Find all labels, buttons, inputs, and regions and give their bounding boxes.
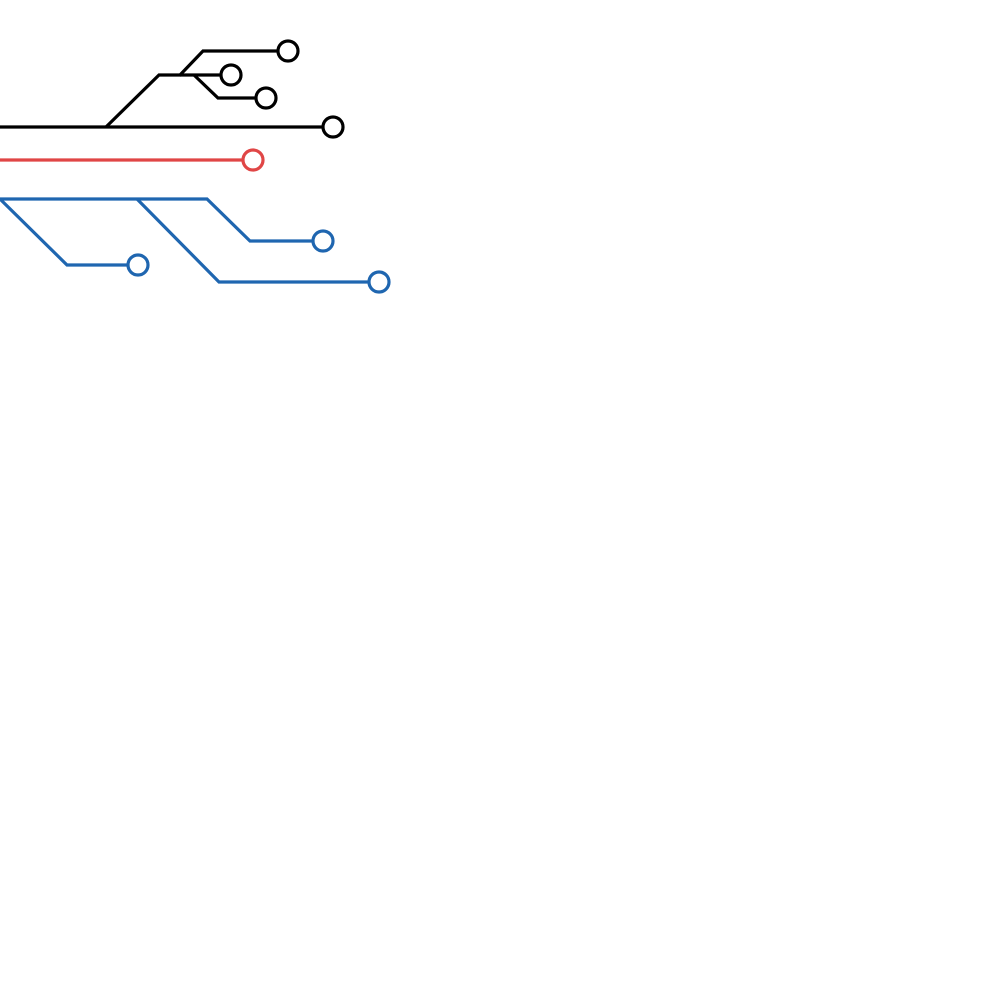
trace-black-upper-line — [104, 49, 277, 129]
trace-black-main-pad — [321, 115, 345, 139]
trace-blue-upper-line — [0, 197, 312, 243]
trace-black-upper-pad — [276, 39, 300, 63]
red-trace-group — [0, 148, 265, 172]
trace-blue-short-line — [0, 197, 127, 267]
trace-blue-upper-pad — [311, 229, 335, 253]
trace-black-middle — [180, 63, 243, 87]
trace-black-lower-line — [192, 73, 255, 100]
trace-blue-short — [0, 197, 150, 277]
trace-blue-lower — [135, 197, 391, 294]
trace-black-middle-pad — [219, 63, 243, 87]
trace-blue-lower-pad — [367, 270, 391, 294]
trace-blue-lower-line — [135, 197, 368, 284]
trace-red-single-pad — [241, 148, 265, 172]
blue-trace-group — [0, 197, 391, 294]
black-trace-group — [0, 39, 345, 139]
trace-blue-short-pad — [126, 253, 150, 277]
trace-blue-upper — [0, 197, 335, 253]
trace-black-lower — [192, 73, 278, 110]
trace-black-lower-pad — [254, 86, 278, 110]
trace-black-main — [0, 115, 345, 139]
trace-red-single — [0, 148, 265, 172]
